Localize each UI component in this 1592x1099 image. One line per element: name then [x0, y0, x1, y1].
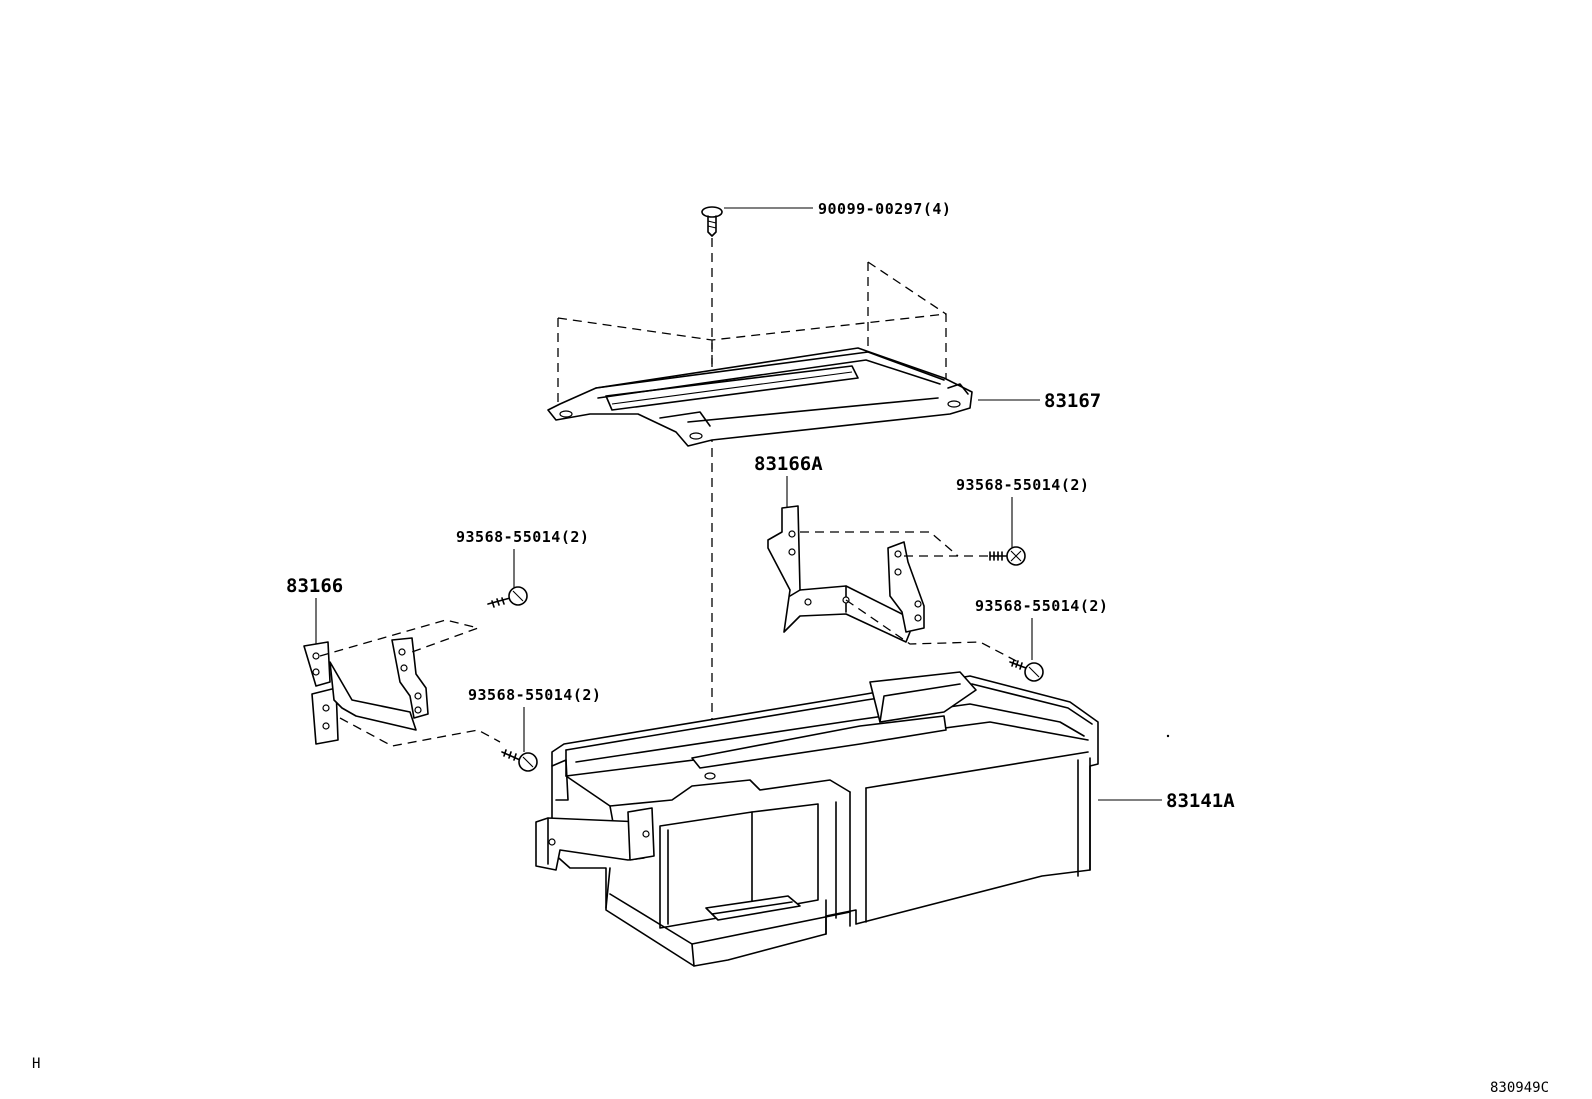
- cover-plate: [547, 261, 973, 447]
- screw-icon: [701, 206, 723, 237]
- mounting-bracket-right: [767, 505, 1023, 665]
- bolt-icon: [989, 546, 1026, 566]
- bolt-icon: [1009, 659, 1044, 682]
- diagram-code: 830949C: [1490, 1080, 1549, 1096]
- battery-housing: [535, 671, 1099, 967]
- bolt-icon: [487, 586, 528, 608]
- part-number-bolt-left-upper: 93568-55014(2): [456, 528, 589, 546]
- part-number-cover: 83167: [1044, 390, 1101, 412]
- mounting-bracket-left: [303, 619, 501, 747]
- part-number-bracket-left: 83166: [286, 575, 343, 597]
- footer-mark: H: [32, 1056, 40, 1072]
- part-number-bolt-right-upper: 93568-55014(2): [956, 476, 1089, 494]
- part-number-housing: 83141A: [1166, 790, 1235, 812]
- part-number-bracket-right: 83166A: [754, 453, 823, 475]
- bolt-icon: [501, 749, 538, 772]
- part-number-screw: 90099-00297(4): [818, 200, 951, 218]
- part-number-bolt-right-lower: 93568-55014(2): [975, 597, 1108, 615]
- part-number-bolt-left-lower: 93568-55014(2): [468, 686, 601, 704]
